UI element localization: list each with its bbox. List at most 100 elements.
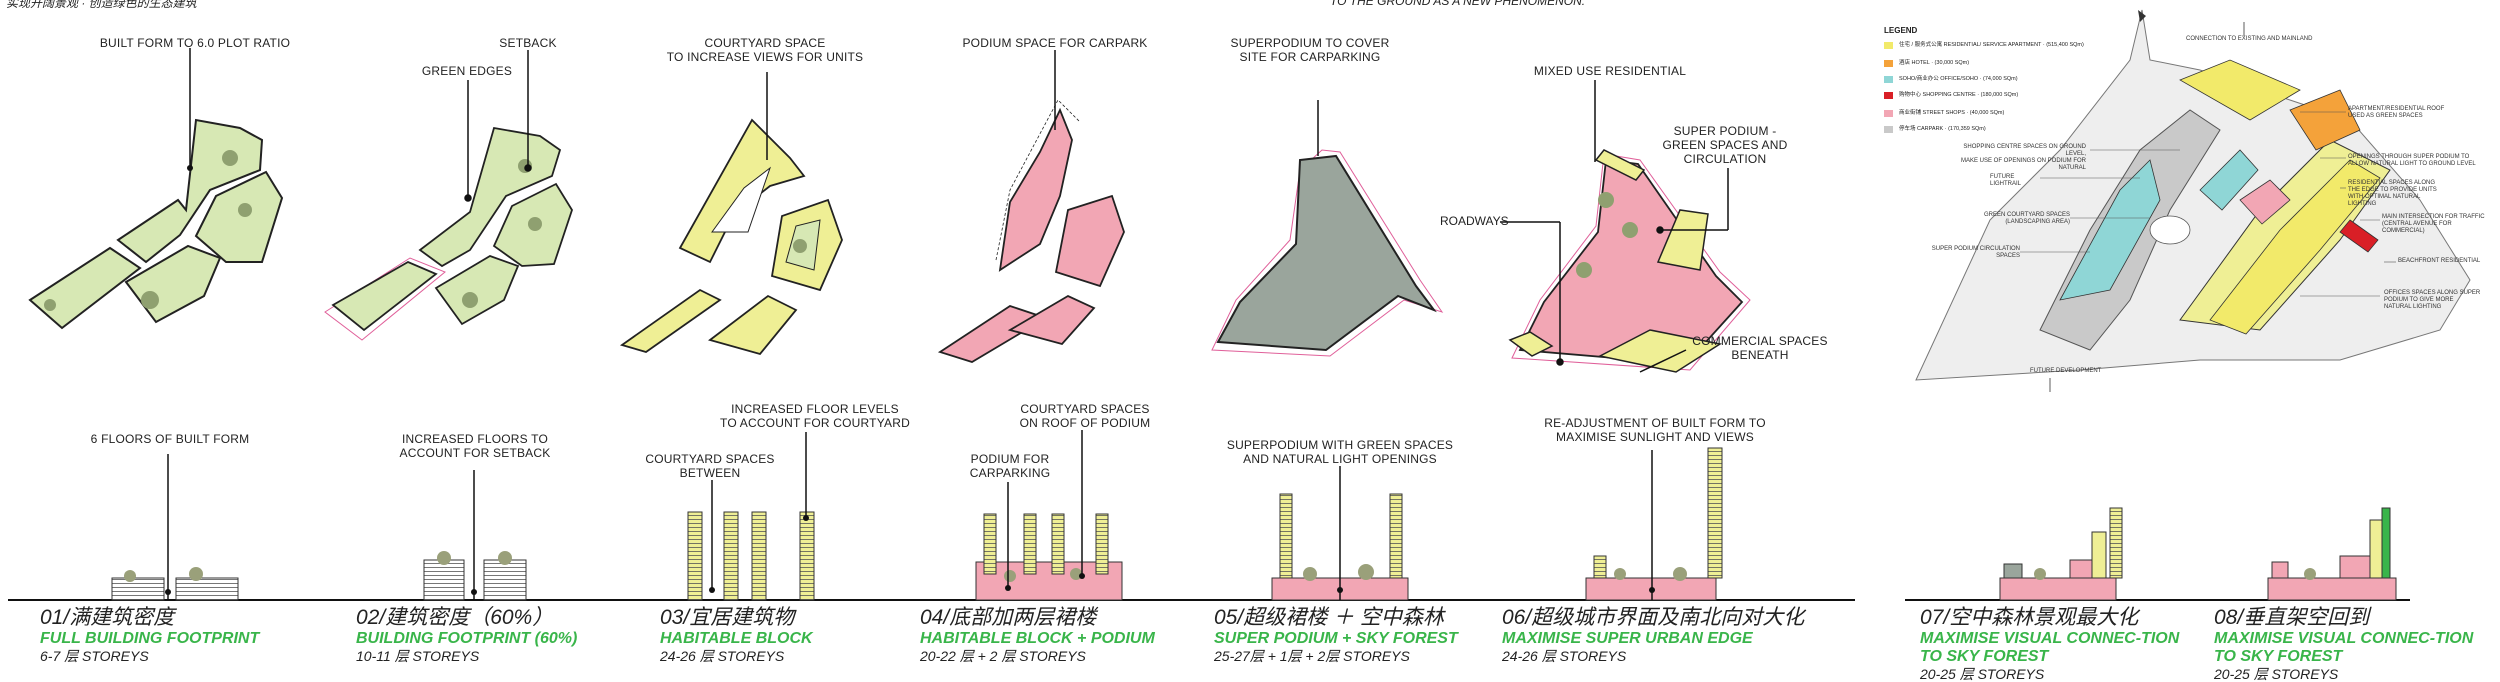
- step-05: 05/超级裙楼 ＋ 空中森林 SUPER PODIUM + SKY FOREST…: [1214, 606, 1514, 664]
- note-future-lightrail: FUTURE LIGHTRAIL: [1990, 174, 2022, 187]
- step-03-sub: 24-26 层 STOREYS: [660, 648, 785, 664]
- step-04-cn: 04/底部加两层裙楼: [920, 606, 1097, 629]
- legend-swatch: [1884, 92, 1893, 99]
- legend-swatch: [1884, 126, 1893, 133]
- plan-06-mixed-use: [1508, 149, 1751, 373]
- label-courtyard-roof: COURTYARD SPACES ON ROOF OF PODIUM: [1019, 402, 1151, 430]
- legend-item-office: SOHO/商业办公 OFFICE/SOHO · (74,000 SQm): [1884, 76, 2018, 83]
- note-apartment-roof: APARTMENT/RESIDENTIAL ROOF USED AS GREEN…: [2348, 106, 2445, 119]
- step-02-sub: 10-11 层 STOREYS: [356, 648, 480, 664]
- step-02-cn: 02/建筑密度（60%）: [356, 606, 554, 629]
- note-residential-edge: RESIDENTIAL SPACES ALONG THE EDGE TO PRO…: [2348, 180, 2437, 207]
- label-commercial-beneath: COMMERCIAL SPACES BENEATH: [1692, 334, 1828, 362]
- masterplan-axonometric: [1915, 9, 2471, 392]
- label-increased-floors: INCREASED FLOORS TO ACCOUNT FOR SETBACK: [399, 432, 551, 460]
- legend-item-carpark: 停车场 CARPARK · (170,359 SQm): [1884, 126, 1986, 133]
- legend-item-residential: 住宅 / 服务式公寓 RESIDENTIAL/ SERVICE APARTMEN…: [1884, 42, 2084, 49]
- label-roadways: ROADWAYS: [1440, 214, 1509, 228]
- label-built-form: BUILT FORM TO 6.0 PLOT RATIO: [99, 36, 291, 50]
- step-05-sub: 25-27层 + 1层 + 2层 STOREYS: [1214, 648, 1410, 664]
- step-01-sub: 6-7 层 STOREYS: [40, 648, 149, 664]
- note-openings: OPENINGS THROUGH SUPER PODIUM TO ALLOW N…: [2348, 154, 2476, 167]
- legend-label: 住宅 / 服务式公寓 RESIDENTIAL/ SERVICE APARTMEN…: [1899, 42, 2084, 48]
- legend-swatch: [1884, 76, 1893, 83]
- plan-02-setback: [324, 126, 573, 341]
- legend-label: 商业街铺 STREET SHOPS · (40,000 SQm): [1899, 110, 2005, 116]
- legend-swatch: [1884, 42, 1893, 49]
- step-06: 06/超级城市界面及南北向对大化 MAXIMISE SUPER URBAN ED…: [1502, 606, 1882, 664]
- note-future-dev: FUTURE DEVELOPMENT: [2030, 368, 2102, 374]
- section-06: [1585, 447, 1723, 601]
- step-05-cn: 05/超级裙楼 ＋ 空中森林: [1214, 606, 1444, 629]
- legend-label: SOHO/商业办公 OFFICE/SOHO · (74,000 SQm): [1899, 76, 2018, 82]
- label-podium-carparking: PODIUM FOR CARPARKING: [969, 452, 1051, 480]
- label-super-podium-green: SUPER PODIUM - GREEN SPACES AND CIRCULAT…: [1662, 124, 1788, 166]
- step-07-cn: 07/空中森林景观最大化: [1920, 606, 2139, 629]
- step-03-en: HABITABLE BLOCK: [660, 630, 813, 647]
- step-08-sub: 20-25 层 STOREYS: [2214, 666, 2339, 682]
- step-02-en: BUILDING FOOTPRINT (60%): [356, 630, 578, 647]
- section-08: [2267, 507, 2397, 601]
- step-02: 02/建筑密度（60%） BUILDING FOOTPRINT (60%) 10…: [356, 606, 656, 664]
- legend-title: LEGEND: [1884, 26, 1918, 35]
- legend-label: 购物中心 SHOPPING CENTRE · (180,000 SQm): [1899, 92, 2019, 98]
- label-courtyard-between: COURTYARD SPACES BETWEEN: [645, 452, 775, 480]
- legend-label: 酒店 HOTEL · (30,000 SQm): [1899, 60, 1970, 66]
- note-connection: CONNECTION TO EXISTING AND MAINLAND: [2186, 36, 2313, 42]
- legend-swatch: [1884, 110, 1893, 117]
- step-08-en: MAXIMISE VISUAL CONNEC-TION TO SKY FORES…: [2214, 630, 2474, 665]
- step-04-sub: 20-22 层 + 2 层 STOREYS: [920, 648, 1086, 664]
- note-green-court: GREEN COURTYARD SPACES (LANDSCAPING AREA…: [1983, 212, 2070, 225]
- plan-leader-lines: [189, 48, 1729, 373]
- label-mixed-use: MIXED USE RESIDENTIAL: [1533, 64, 1687, 78]
- plan-01-full-footprint: [28, 118, 284, 330]
- label-superpodium-cover: SUPERPODIUM TO COVER SITE FOR CARPARKING: [1230, 36, 1390, 64]
- label-podium-carpark: PODIUM SPACE FOR CARPARK: [962, 36, 1148, 50]
- label-increased-floor-levels: INCREASED FLOOR LEVELS TO ACCOUNT FOR CO…: [720, 402, 910, 430]
- step-07-en: MAXIMISE VISUAL CONNEC-TION TO SKY FORES…: [1920, 630, 2180, 665]
- step-06-sub: 24-26 层 STOREYS: [1502, 648, 1627, 664]
- note-podium-circ: SUPER PODIUM CIRCULATION SPACES: [1931, 246, 2020, 259]
- note-offices: OFFICES SPACES ALONG SUPER PODIUM TO GIV…: [2384, 290, 2481, 310]
- legend-item-hotel: 酒店 HOTEL · (30,000 SQm): [1884, 60, 1969, 67]
- step-04: 04/底部加两层裙楼 HABITABLE BLOCK + PODIUM 20-2…: [920, 606, 1220, 664]
- label-6-floors: 6 FLOORS OF BUILT FORM: [90, 432, 250, 446]
- step-03-cn: 03/宜居建筑物: [660, 606, 795, 629]
- step-01-en: FULL BUILDING FOOTPRINT: [40, 630, 260, 647]
- step-01-cn: 01/满建筑密度: [40, 606, 175, 629]
- label-superpodium-green: SUPERPODIUM WITH GREEN SPACES AND NATURA…: [1226, 438, 1454, 466]
- label-readjustment: RE-ADJUSTMENT OF BUILT FORM TO MAXIMISE …: [1544, 416, 1766, 444]
- step-05-en: SUPER PODIUM + SKY FOREST: [1214, 630, 1458, 647]
- plan-03-courtyard: [619, 118, 843, 356]
- masterplan-leaders: [2020, 111, 2396, 297]
- legend-item-shopping: 购物中心 SHOPPING CENTRE · (180,000 SQm): [1884, 92, 2018, 99]
- section-07: [1999, 507, 2123, 601]
- section-04: [975, 430, 1123, 601]
- header-fragment-left: 实现开阔景观 · 创造绿色的生态建筑: [6, 0, 197, 10]
- label-courtyard-space: COURTYARD SPACE TO INCREASE VIEWS FOR UN…: [666, 36, 864, 64]
- section-02: [423, 470, 527, 601]
- section-03: [687, 432, 815, 601]
- legend-item-shops: 商业街铺 STREET SHOPS · (40,000 SQm): [1884, 110, 2004, 117]
- step-06-cn: 06/超级城市界面及南北向对大化: [1502, 606, 1805, 629]
- step-03: 03/宜居建筑物 HABITABLE BLOCK 24-26 层 STOREYS: [660, 606, 960, 664]
- step-04-en: HABITABLE BLOCK + PODIUM: [920, 630, 1155, 647]
- step-06-en: MAXIMISE SUPER URBAN EDGE: [1502, 630, 1753, 647]
- plan-05-superpodium: [1211, 149, 1444, 357]
- step-08-cn: 08/垂直架空回到: [2214, 606, 2370, 629]
- note-beachfront: BEACHFRONT RESIDENTIAL: [2398, 258, 2481, 264]
- step-07-sub: 20-25 层 STOREYS: [1920, 666, 2045, 682]
- step-07: 07/空中森林景观最大化 MAXIMISE VISUAL CONNEC-TION…: [1920, 606, 2220, 682]
- legend-label: 停车场 CARPARK · (170,359 SQm): [1899, 126, 1986, 132]
- header-fragment-center: TO THE GROUND AS A NEW PHENOMENON.: [1330, 0, 1586, 8]
- step-01: 01/满建筑密度 FULL BUILDING FOOTPRINT 6-7 层 S…: [40, 606, 340, 664]
- legend-swatch: [1884, 60, 1893, 67]
- note-shopping: SHOPPING CENTRE SPACES ON GROUND LEVEL, …: [1960, 144, 2086, 171]
- note-main-intersection: MAIN INTERSECTION FOR TRAFFIC (CENTRAL A…: [2382, 214, 2485, 234]
- section-05: [1271, 466, 1409, 601]
- label-setback: SETBACK: [499, 36, 557, 50]
- section-01: [111, 454, 239, 601]
- label-green-edges: GREEN EDGES: [421, 64, 513, 78]
- step-08: 08/垂直架空回到 MAXIMISE VISUAL CONNEC-TION TO…: [2214, 606, 2500, 682]
